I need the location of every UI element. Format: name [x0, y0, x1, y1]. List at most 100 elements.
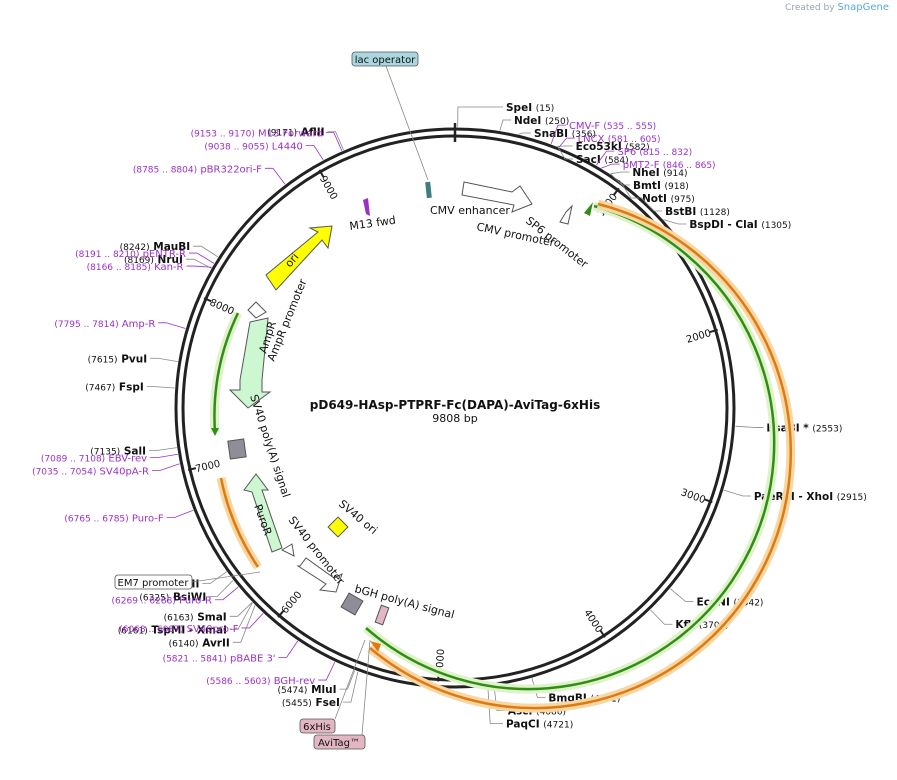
primer-name: M13 Forward [258, 128, 323, 139]
primer-label: (8166 .. 8185) Kan-R [87, 262, 184, 273]
enzyme-name: Eco53kI [576, 141, 622, 153]
primer-label: (9153 .. 9170) M13 Forward [191, 128, 323, 139]
orf-arcs [209, 199, 796, 713]
feature-shapes [227, 181, 573, 626]
primer-location: (6068 .. 6087) [119, 625, 183, 635]
enzyme-leader [229, 602, 253, 630]
primer-label: CMV-F (535 .. 555) [569, 121, 656, 132]
m13-fwd-primer-mark [363, 198, 370, 216]
primer-leader [278, 640, 299, 658]
enzyme-location: (7615) [88, 355, 118, 365]
enzyme-leader [518, 132, 532, 135]
primer-name: Puro-R [179, 596, 212, 607]
sv40-ori-box [327, 516, 349, 538]
enzyme-name: PaeR7I - XhoI [754, 491, 833, 503]
primer-leader [158, 322, 186, 329]
enzyme-name: MluI [311, 684, 336, 696]
enzyme-name: NruI [158, 254, 183, 266]
enzyme-name: PaqCI [506, 718, 540, 730]
enzyme-name: TspMI - XmaI [151, 624, 227, 636]
ring-tick [203, 297, 212, 303]
primer-location: (5586 .. 5603) [206, 677, 270, 687]
enzyme-location: (1128) [700, 208, 730, 218]
enzyme-leader [209, 580, 234, 597]
enzyme-name: BspDI - ClaI [689, 219, 757, 231]
enzyme-label: BmtI (918) [633, 180, 689, 192]
green-arc-head [584, 202, 593, 216]
primer-label: pMT2-F (846 .. 865) [623, 160, 716, 171]
primer-name: LNCX [578, 134, 605, 145]
primer-label: (9038 .. 9055) L4440 [204, 141, 303, 152]
enzyme-name: FseI [315, 697, 339, 709]
primer-label: (6269 .. 6288) Puro-R [112, 596, 212, 607]
primer-location: (7035 .. 7054) [32, 468, 96, 478]
enzyme-leader [342, 671, 359, 703]
ampr-promoter-arrow [247, 301, 267, 319]
ring-tick [599, 630, 606, 638]
enzyme-name: BsiWI [173, 591, 206, 603]
6xhis-box [299, 718, 336, 734]
primer-leader [188, 252, 215, 264]
enzyme-name: NotI [642, 193, 667, 205]
primer-name: pMT2-F [623, 160, 660, 171]
enzyme-name: AvrII [202, 637, 230, 649]
m13-fwd-label: M13 fwd [349, 214, 397, 233]
enzyme-leader [232, 605, 256, 643]
enzyme-leader [339, 670, 356, 690]
enzyme-leader [669, 588, 694, 602]
enzyme-label: (7135) SalI [90, 445, 146, 457]
enzyme-location: (2553) [812, 424, 842, 434]
ring-tick-label: 4000 [581, 608, 604, 635]
ring-tick-label: 3000 [679, 487, 707, 506]
green-orf-arc [365, 204, 776, 691]
primer-name: Kan-R [154, 262, 183, 273]
enzyme-leader [229, 602, 253, 617]
enzyme-label: SnaBI (356) [534, 128, 596, 140]
primer-label: (6068 .. 6087) SV40pro-F [119, 624, 239, 635]
primer-leader [318, 661, 336, 681]
enzyme-location: (918) [665, 182, 689, 192]
primer-leader [151, 463, 180, 471]
orange-arc-head [370, 641, 381, 652]
enzyme-leader [457, 106, 503, 128]
enzyme-label: NdeI (250) [514, 115, 569, 127]
enzyme-location: (15) [536, 104, 554, 114]
ring-tick [613, 187, 620, 196]
primer-location: (8166 .. 8185) [87, 263, 151, 273]
primer-label: (7795 .. 7814) Amp-R [54, 319, 155, 330]
enzyme-label: (5474) MluI [277, 684, 336, 696]
ring-tick-label: 6000 [280, 590, 305, 617]
enzyme-location: (1305) [761, 221, 791, 231]
enzyme-name: PvuI [121, 353, 147, 365]
enzyme-location: (7135) [90, 447, 120, 457]
sv40-promoter-arrow-2 [296, 557, 343, 593]
enzyme-label: (8242) MauBI [120, 241, 191, 253]
enzyme-name: SalI [124, 445, 146, 457]
em7-promoter-label: EM7 promoter [118, 578, 190, 589]
primer-location: (846 .. 865) [663, 161, 716, 171]
avitag-box [374, 604, 390, 626]
avitag-label: AviTag™ [318, 738, 360, 749]
lac-operator-label: lac operator [355, 55, 416, 66]
primer-location: (8785 .. 8804) [133, 165, 197, 175]
primer-label: (5586 .. 5603) BGH-rev [206, 676, 315, 687]
snapgene-credit: Created by SnapGene [785, 2, 889, 13]
ring-tick-label: 2000 [685, 328, 713, 346]
enzyme-label: NheI (914) [632, 167, 687, 179]
ring-tick [277, 610, 284, 618]
cmv-enhancer-arrow [461, 181, 533, 213]
enzyme-location: (6325) [139, 593, 169, 603]
primer-leader [166, 509, 194, 518]
primer-location: (8191 .. 8210) [75, 250, 139, 260]
primer-name: SV40pA-R [100, 467, 149, 478]
em7-leader [191, 571, 261, 583]
avitag-box-label [313, 734, 366, 750]
enzyme-name: SmaI [197, 611, 227, 623]
enzyme-name: AflII [301, 127, 325, 139]
enzyme-location: (582) [625, 143, 649, 153]
enzyme-label: (7467) FspI [85, 382, 143, 394]
primer-location: (5821 .. 5841) [163, 654, 227, 664]
enzyme-leader [663, 219, 687, 225]
orange-arc-glow [367, 199, 796, 713]
